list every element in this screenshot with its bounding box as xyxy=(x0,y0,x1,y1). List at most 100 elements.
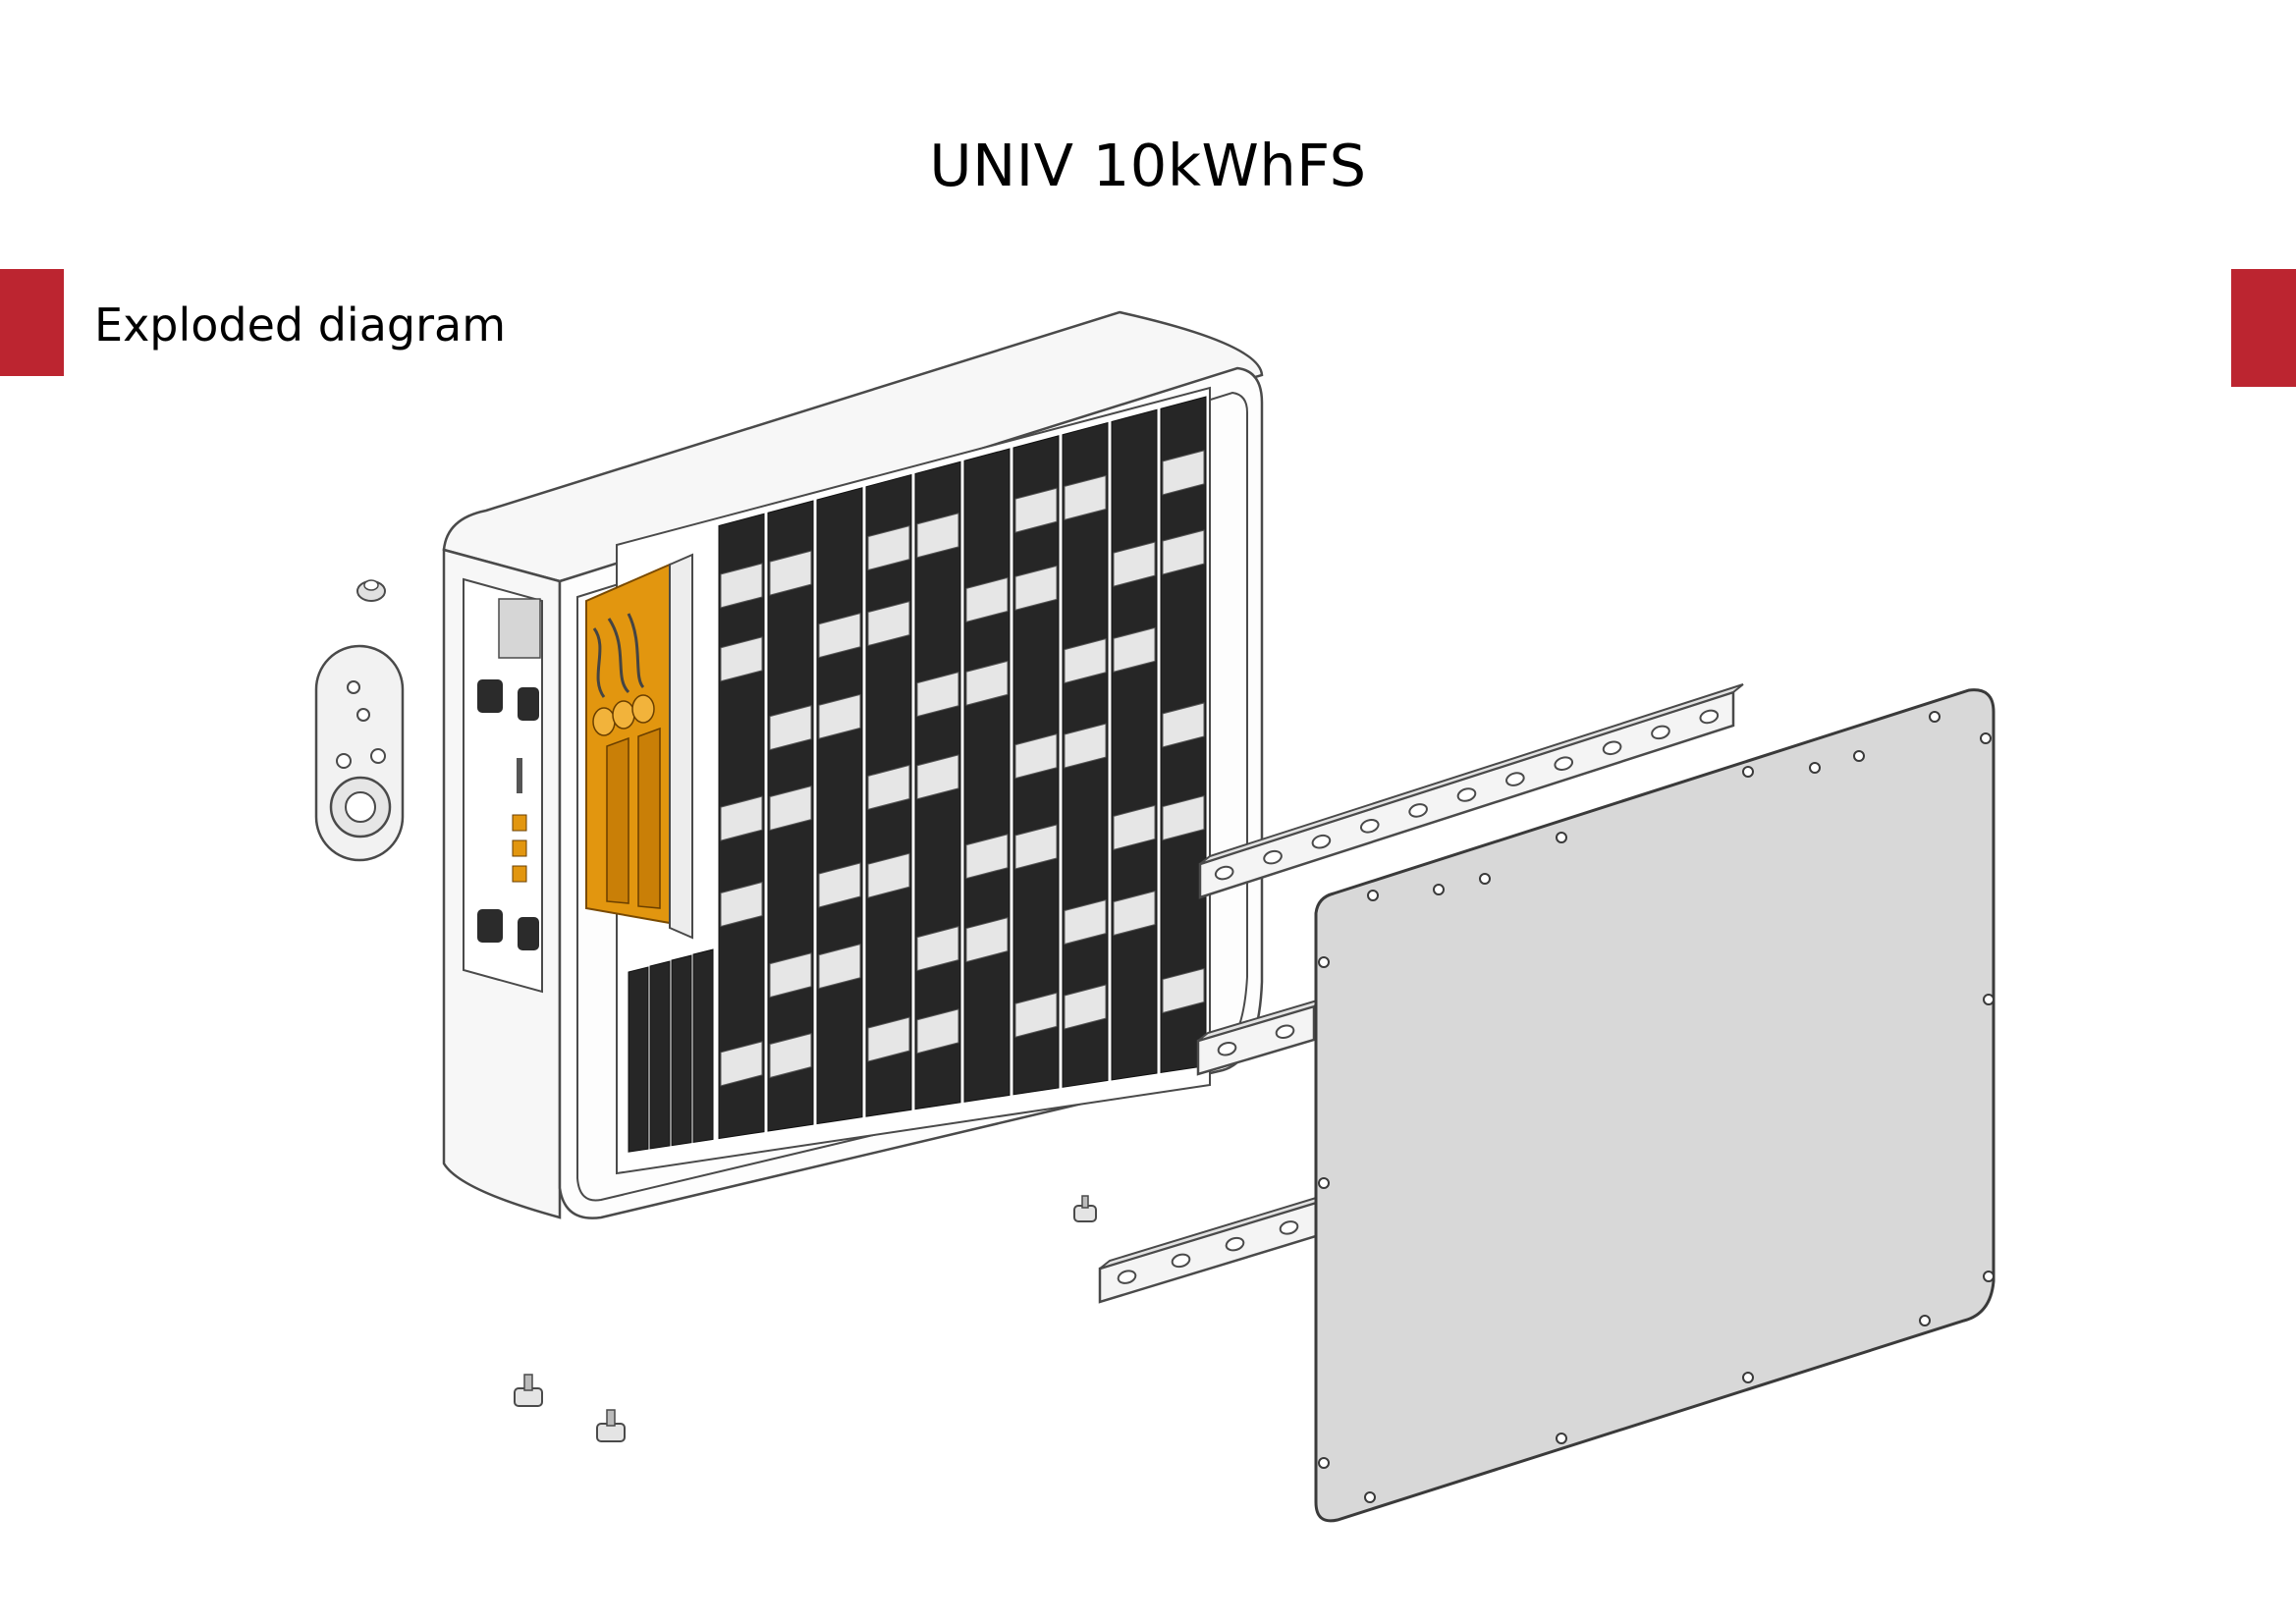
rail-slot xyxy=(1359,819,1380,834)
cover-screw-hole xyxy=(1919,1315,1931,1326)
busbar-plate xyxy=(818,862,861,908)
bms-copper-board xyxy=(585,553,693,940)
page-title: UNIV 10kWhFS xyxy=(929,132,1367,199)
busbar-plate xyxy=(720,1041,763,1087)
cover-hole-2 xyxy=(356,708,370,722)
busbar-plate xyxy=(965,834,1009,880)
rail-slot xyxy=(1225,1236,1245,1252)
cover-gland-inner xyxy=(345,791,376,823)
foot-bolt-3 xyxy=(596,1409,626,1442)
cover-hole-4 xyxy=(370,748,386,764)
connector-port-bottom-left xyxy=(477,909,503,943)
rail-slot xyxy=(1214,865,1234,881)
rail-slot xyxy=(1275,1024,1295,1040)
rail-slot xyxy=(1217,1041,1237,1056)
rail-slot xyxy=(1279,1220,1299,1235)
rj45-port-2 xyxy=(512,839,527,857)
rail-slot xyxy=(1651,725,1670,740)
battery-cell xyxy=(649,960,671,1150)
cover-screw-hole xyxy=(1318,1457,1330,1469)
busbar-plate xyxy=(1014,733,1058,780)
busbar-plate xyxy=(769,1032,812,1079)
busbar-plate xyxy=(769,550,812,596)
busbar-plate xyxy=(867,524,910,571)
left-accent-tab xyxy=(0,269,64,376)
mounting-rail-bottom xyxy=(1098,1201,1318,1304)
busbar-plate xyxy=(1113,626,1156,673)
busbar-plate xyxy=(818,693,861,739)
busbar-plate xyxy=(818,944,861,990)
connector-port-bottom-right xyxy=(518,917,539,950)
busbar-plate xyxy=(1064,898,1107,946)
busbar-plate xyxy=(1162,529,1205,575)
terminal-cluster-2 xyxy=(612,700,635,730)
busbar-plate xyxy=(1064,474,1107,521)
busbar-plate xyxy=(916,754,959,800)
cover-hole-1 xyxy=(347,680,360,694)
busbar-plate xyxy=(1014,565,1058,611)
cover-screw-hole xyxy=(1367,890,1379,901)
busbar-plate xyxy=(1064,723,1107,769)
rail-slot xyxy=(1408,803,1428,818)
busbar-plate xyxy=(818,613,861,659)
side-connector-panel xyxy=(463,577,543,994)
rail-slot xyxy=(1505,772,1525,786)
busbar-plate xyxy=(1162,795,1205,841)
battery-cell xyxy=(671,954,692,1147)
busbar-plate xyxy=(916,926,959,972)
rail-slot xyxy=(1699,709,1720,725)
rail-slot xyxy=(1456,787,1477,802)
cover-screw-hole xyxy=(1742,766,1754,778)
rj45-port-3 xyxy=(512,865,527,883)
busbar-plate xyxy=(1113,890,1156,937)
busbar-plate xyxy=(916,1008,959,1055)
rail-slot xyxy=(1602,740,1622,756)
connector-port-top-right xyxy=(518,687,539,721)
battery-cell xyxy=(1111,408,1158,1081)
status-led-strip xyxy=(517,758,522,793)
busbar-plate xyxy=(769,705,812,751)
rail-slot xyxy=(1554,756,1574,771)
busbar-plate xyxy=(1113,541,1156,587)
battery-cell xyxy=(628,966,649,1153)
busbar-plate xyxy=(720,795,763,841)
mounting-rail-top-flange xyxy=(1199,683,1744,865)
rail-slot xyxy=(1263,849,1283,865)
cell-bay-background xyxy=(616,386,1211,1175)
cover-screw-hole xyxy=(1318,1177,1330,1189)
breaker-switch xyxy=(498,598,541,659)
copper-rail-right xyxy=(637,727,661,909)
rail-slot xyxy=(1171,1253,1191,1269)
rail-slot xyxy=(1117,1270,1137,1284)
cover-screw-hole xyxy=(1809,762,1821,774)
bms-bracket xyxy=(669,553,693,940)
cover-screw-hole xyxy=(1318,956,1330,968)
cover-screw-hole xyxy=(1983,994,1995,1005)
busbar-plate xyxy=(867,764,910,810)
rail-slot xyxy=(1311,834,1332,849)
busbar-plate xyxy=(1113,804,1156,850)
cable-bundle xyxy=(592,613,645,698)
busbar-plate xyxy=(720,881,763,928)
section-heading: Exploded diagram xyxy=(94,298,507,352)
mounting-rails xyxy=(1098,683,1744,1304)
busbar-plate xyxy=(1014,487,1058,533)
busbar-plate xyxy=(720,563,763,609)
copper-rail-left xyxy=(606,736,629,904)
cover-screw-hole xyxy=(1556,1433,1567,1444)
cell-array xyxy=(628,396,1207,1153)
side-cover-plate xyxy=(314,579,405,862)
battery-cell xyxy=(816,487,863,1125)
battery-cell xyxy=(692,948,714,1143)
busbar-plate xyxy=(916,672,959,718)
cover-screw-hole xyxy=(1433,884,1445,895)
busbar-plate xyxy=(1014,824,1058,870)
cover-screw-hole xyxy=(1983,1271,1995,1282)
cover-screw-hole xyxy=(1853,750,1865,762)
front-cover-panel xyxy=(1314,688,1995,1523)
busbar-plate xyxy=(867,852,910,898)
busbar-plate xyxy=(1162,450,1205,496)
busbar-plate xyxy=(769,784,812,832)
right-accent-tab xyxy=(2231,269,2296,387)
